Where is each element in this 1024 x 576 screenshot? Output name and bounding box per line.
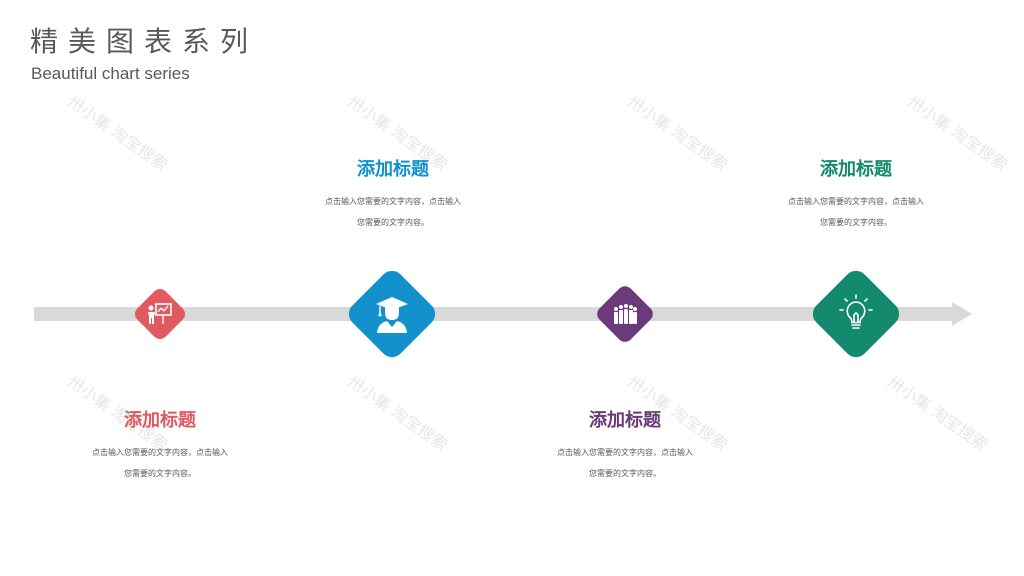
- item-block-2: 添加标题 点击输入您需要的文字内容，点击输入您需要的文字内容。: [293, 155, 493, 233]
- item-desc: 点击输入您需要的文字内容，点击输入您需要的文字内容。: [325, 197, 461, 227]
- timeline-arrowhead: [952, 302, 972, 326]
- item-block-1: 添加标题 点击输入您需要的文字内容，点击输入您需要的文字内容。: [60, 406, 260, 484]
- item-block-4: 添加标题 点击输入您需要的文字内容，点击输入您需要的文字内容。: [756, 155, 956, 233]
- group-icon: [614, 304, 637, 324]
- watermark: 卅小集 淘宝搜索: [344, 371, 452, 455]
- timeline-node-1: [130, 284, 190, 344]
- timeline-bar: [34, 307, 954, 321]
- timeline-node-2: [343, 265, 441, 363]
- lightbulb-icon: [839, 294, 873, 329]
- page-subtitle: Beautiful chart series: [31, 64, 190, 83]
- item-block-3: 添加标题 点击输入您需要的文字内容，点击输入您需要的文字内容。: [525, 406, 725, 484]
- timeline-node-4: [807, 265, 905, 363]
- watermark: 卅小集 淘宝搜索: [624, 91, 732, 175]
- item-desc: 点击输入您需要的文字内容，点击输入您需要的文字内容。: [92, 448, 228, 478]
- item-title: 添加标题: [124, 410, 196, 431]
- item-title: 添加标题: [357, 159, 429, 180]
- watermark: 卅小集 淘宝搜索: [64, 91, 172, 175]
- item-title: 添加标题: [820, 159, 892, 180]
- watermark: 卅小集 淘宝搜索: [884, 371, 992, 455]
- item-desc: 点击输入您需要的文字内容，点击输入您需要的文字内容。: [557, 448, 693, 478]
- item-title: 添加标题: [589, 410, 661, 431]
- timeline-node-3: [593, 282, 657, 346]
- page-title: 精美图表系列: [30, 25, 259, 58]
- graduate-icon: [376, 297, 408, 333]
- item-desc: 点击输入您需要的文字内容，点击输入您需要的文字内容。: [788, 197, 924, 227]
- presenter-icon: [148, 303, 172, 324]
